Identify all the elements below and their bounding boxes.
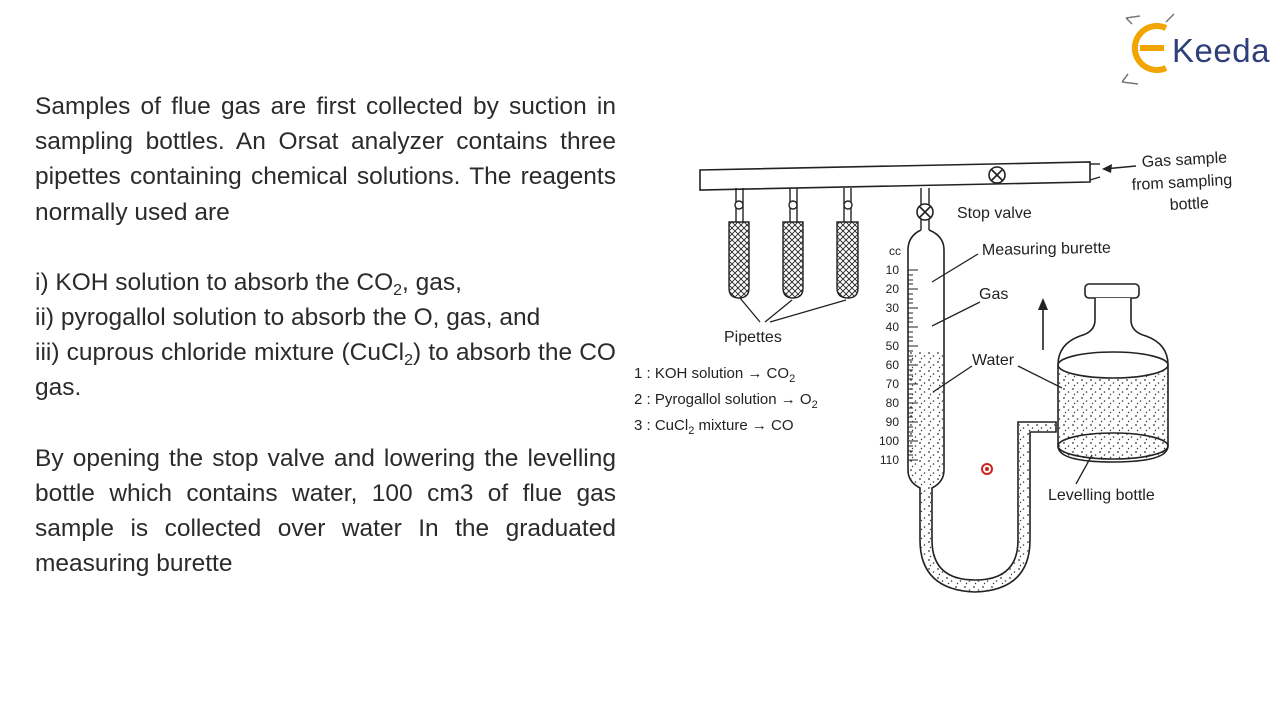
logo-text: Keeda [1172,32,1270,69]
burette-scale: cc 10 20 30 40 50 60 70 80 90 100 110 [879,244,901,467]
list-item: iii) cuprous chloride mixture (CuCl2) to… [35,339,616,402]
scale-label: 90 [886,415,900,429]
pipettes-label: Pipettes [724,329,782,346]
levelling-bottle-label: Levelling bottle [1048,487,1155,504]
scale-label: 10 [886,263,900,277]
pipette-3 [836,188,859,299]
intro-paragraph: Samples of flue gas are first collected … [35,93,616,226]
pipette-2 [782,188,804,299]
levelling-bottle [1057,283,1169,463]
scale-label: 20 [886,282,900,296]
logo-e-icon [1121,13,1175,85]
pointer-cursor-icon [981,463,993,475]
gas-label: Gas [979,286,1008,303]
scale-label: 110 [880,453,899,467]
reagent-list: i) KOH solution to absorb the CO2, gas, … [35,265,616,406]
scale-label: 40 [886,320,900,334]
scale-label: 100 [879,434,899,448]
gas-sample-label: from sampling [1131,172,1232,194]
gas-sample-label: Gas sample [1141,150,1227,171]
scale-label: 30 [886,301,900,315]
water-label: Water [972,352,1015,369]
ekeeda-logo: Keeda [1118,10,1278,90]
scale-label: 80 [886,396,900,410]
reagent-legend: 1 : KOH solution → CO2 2 : Pyrogallol so… [634,365,818,437]
list-item: i) KOH solution to absorb the CO2, gas, [35,268,462,299]
procedure-paragraph: By opening the stop valve and lowering t… [35,444,616,578]
water-fill [909,352,1055,591]
manifold-tube [699,161,1091,191]
body-text: Samples of flue gas are first collected … [35,89,616,616]
scale-label: 50 [886,339,900,353]
legend-item-1: 1 : KOH solution → CO2 [634,365,795,385]
scale-label: 70 [886,377,900,391]
legend-item-3: 3 : CuCl2 mixture → CO [634,417,794,437]
list-item: ii) pyrogallol solution to absorb the O,… [35,304,541,332]
pipette-1 [728,188,750,299]
stop-valve-label: Stop valve [957,205,1032,222]
gas-sample-label: bottle [1169,195,1209,214]
scale-label: 60 [886,358,900,372]
scale-unit: cc [889,244,901,258]
measuring-burette-label: Measuring burette [982,240,1111,259]
orsat-apparatus-diagram: cc 10 20 30 40 50 60 70 80 90 100 110 [634,150,1233,593]
legend-item-2: 2 : Pyrogallol solution → O2 [634,391,818,411]
